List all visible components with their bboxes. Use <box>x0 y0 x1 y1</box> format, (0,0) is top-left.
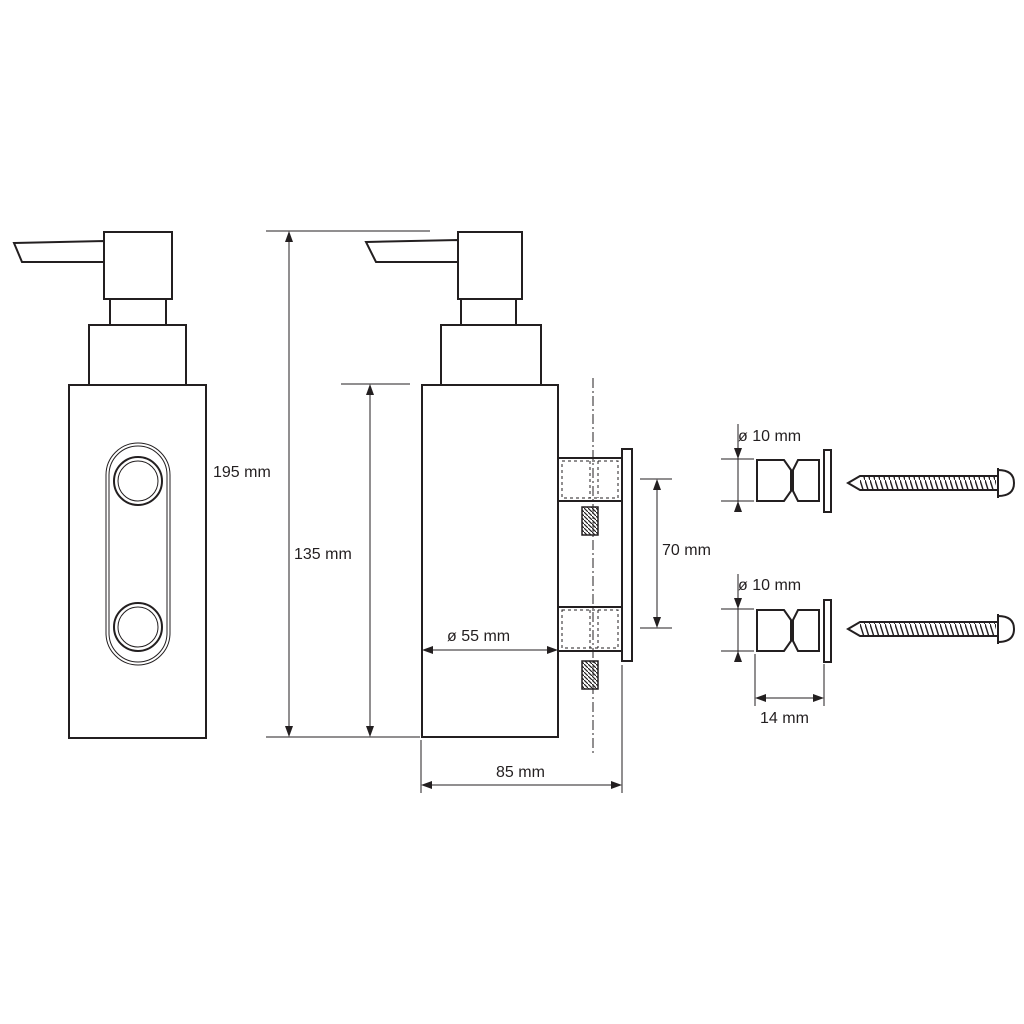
lower-bracket <box>558 606 623 690</box>
label-anchor-diameter-bottom: ø 10 mm <box>738 577 801 594</box>
front-upper-cap <box>113 456 163 506</box>
front-upper-cap-inner <box>117 460 159 502</box>
front-view <box>12 231 207 739</box>
side-spout <box>364 238 459 263</box>
wall-anchor-bottom <box>756 599 832 663</box>
front-pump-stem <box>109 298 167 326</box>
label-total-height: 195 mm <box>213 464 271 481</box>
screw-bottom <box>846 614 1016 644</box>
side-neck <box>440 324 542 386</box>
upper-set-screw <box>581 506 599 536</box>
front-body <box>68 384 207 739</box>
wall-plate <box>621 448 633 662</box>
dim-anchor-length <box>754 654 825 706</box>
side-pump-head <box>457 231 523 300</box>
label-depth: 85 mm <box>496 764 545 781</box>
side-view <box>364 231 633 755</box>
front-pump-head <box>103 231 173 300</box>
dim-total-height <box>266 230 430 738</box>
front-spout <box>12 239 105 263</box>
front-lower-cap <box>113 602 163 652</box>
front-neck <box>88 324 187 386</box>
label-anchor-diameter-top: ø 10 mm <box>738 428 801 445</box>
label-anchor-length: 14 mm <box>760 710 809 727</box>
dim-body-height <box>341 383 410 737</box>
dim-bracket-spacing <box>640 478 672 629</box>
dim-body-diameter <box>422 646 558 654</box>
dim-depth <box>420 665 623 793</box>
label-body-diameter: ø 55 mm <box>447 628 510 645</box>
front-window <box>105 442 171 666</box>
front-window-inner <box>108 445 168 663</box>
front-lower-cap-inner <box>117 606 159 648</box>
label-body-height: 135 mm <box>294 546 352 563</box>
label-bracket-spacing: 70 mm <box>662 542 711 559</box>
side-pump-stem <box>460 298 517 326</box>
wall-anchor-top <box>756 449 832 513</box>
dim-anchor-diameter-top <box>721 424 754 512</box>
screw-top <box>846 468 1016 498</box>
upper-bracket <box>558 457 623 536</box>
side-body <box>421 384 559 738</box>
dim-anchor-diameter-bottom <box>721 574 754 662</box>
lower-set-screw <box>581 660 599 690</box>
